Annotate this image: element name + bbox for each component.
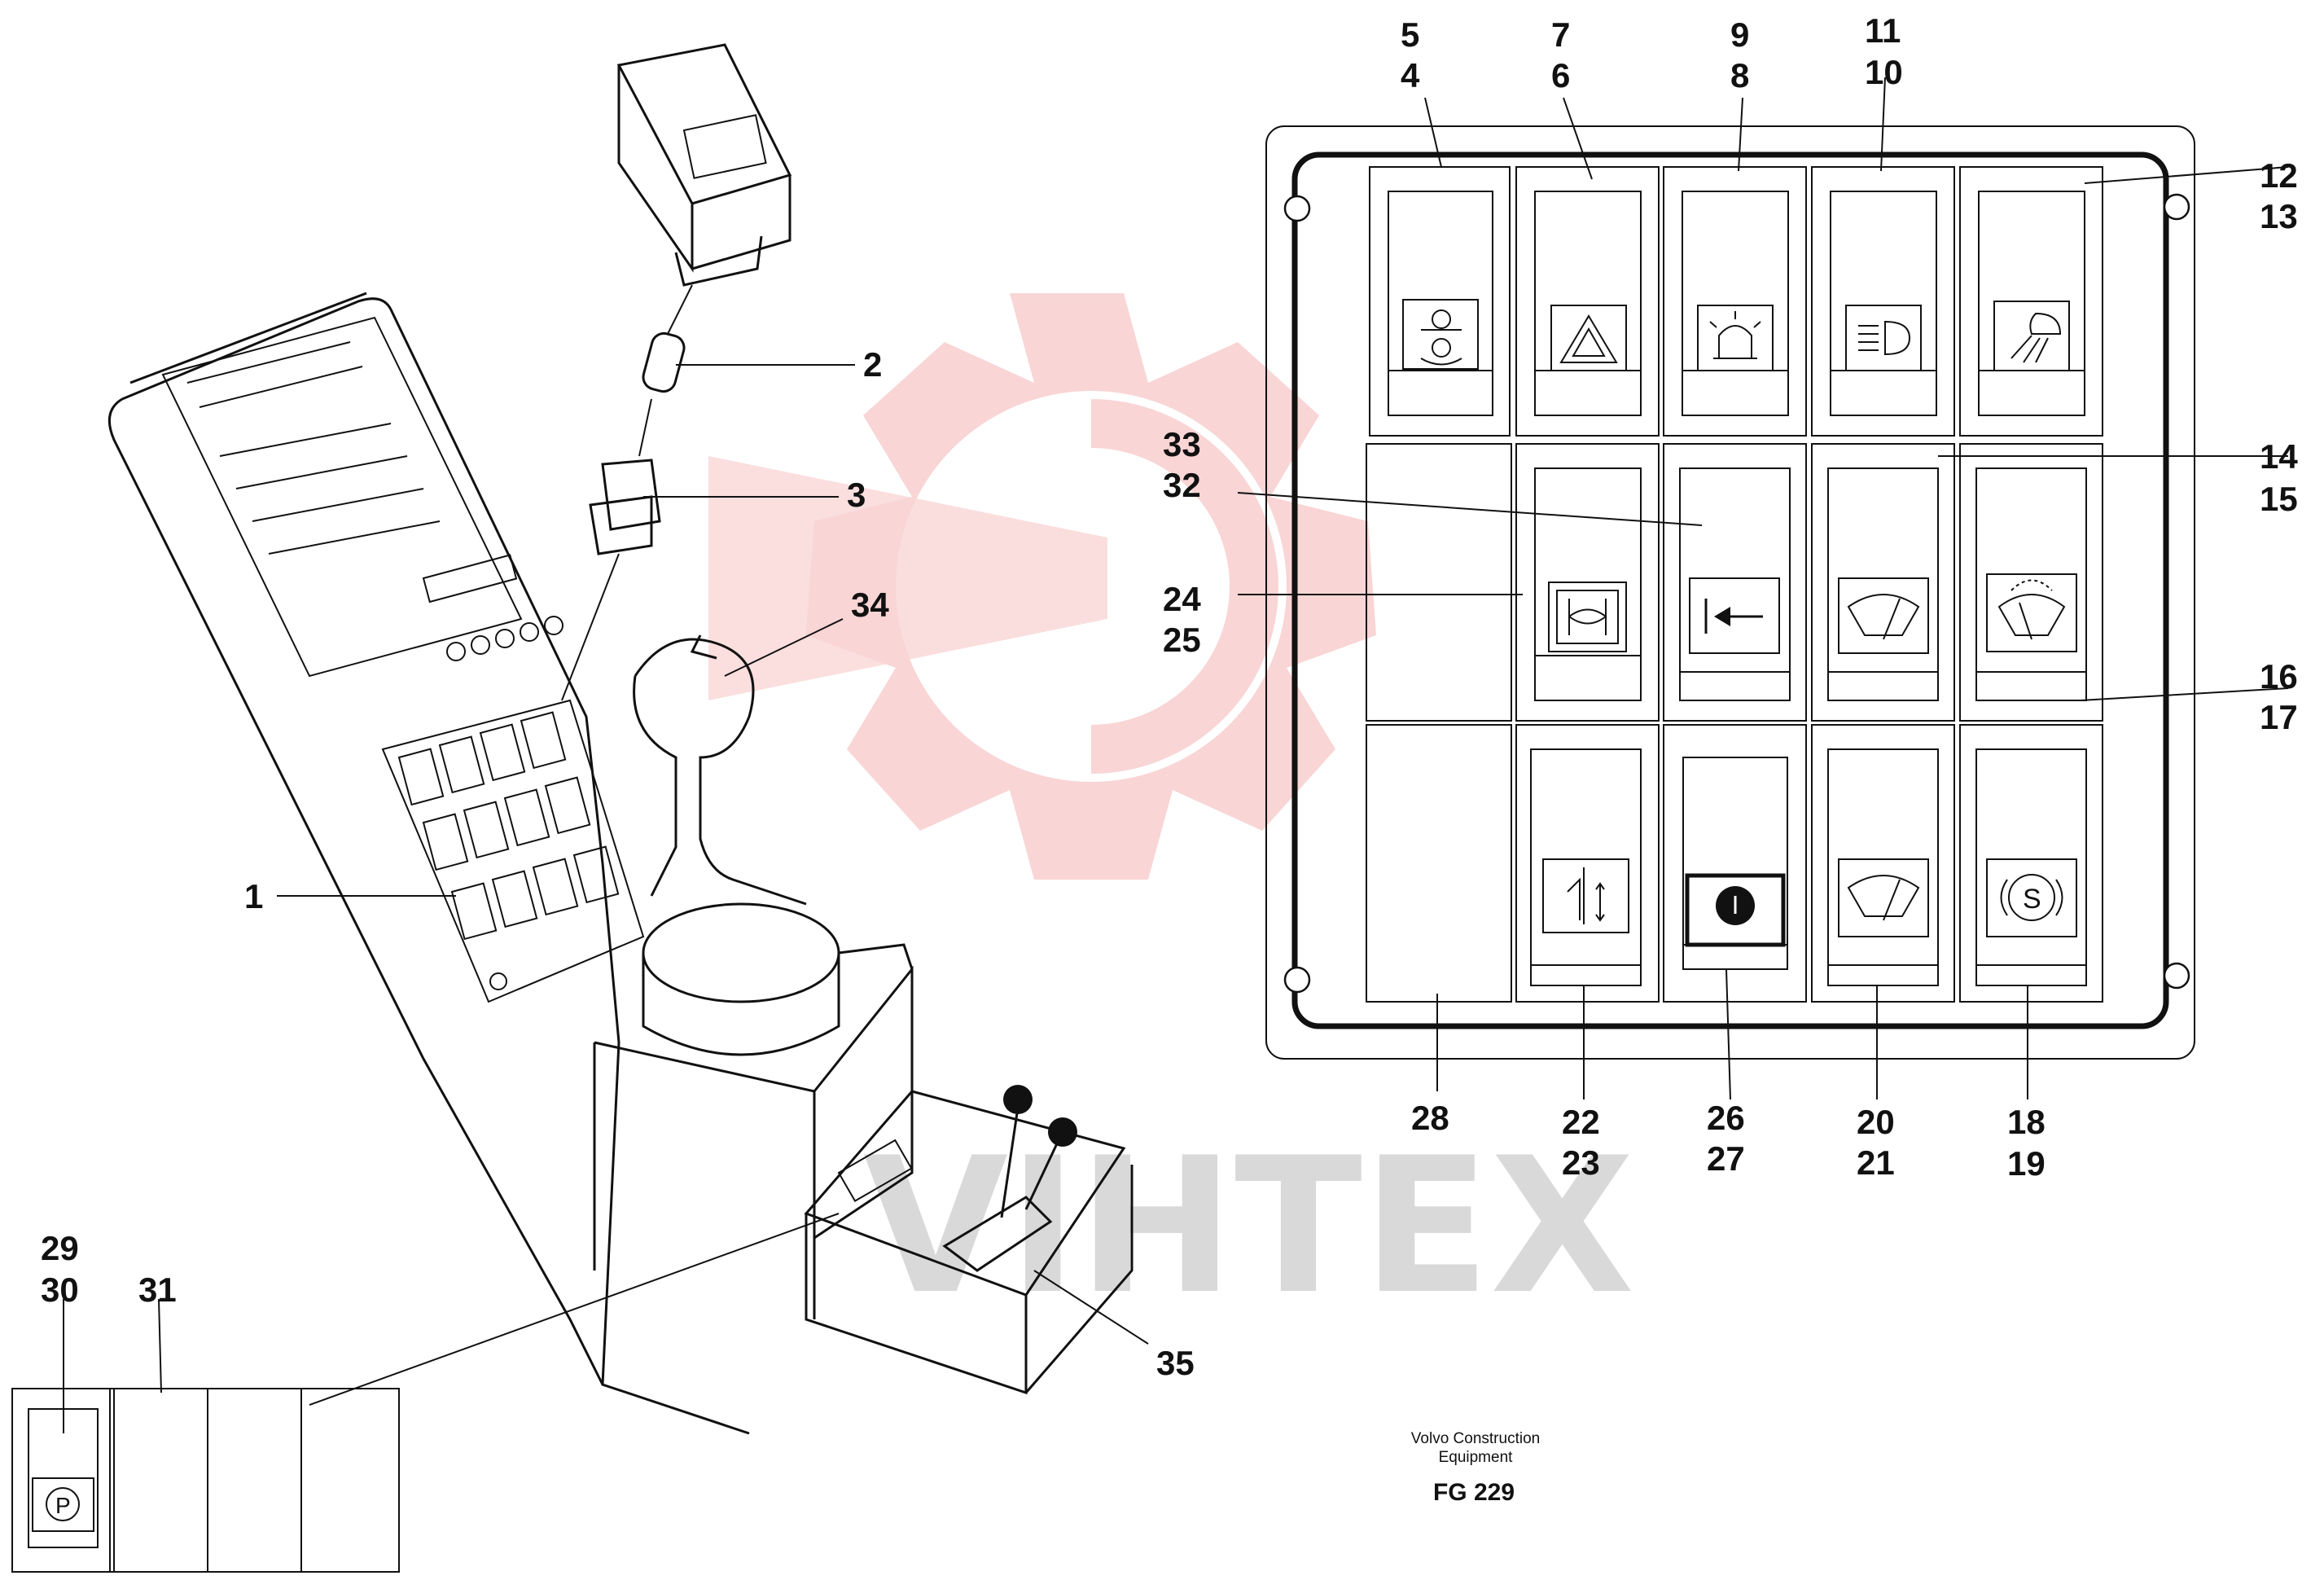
callout-25: 25	[1163, 621, 1201, 659]
callout-34: 34	[851, 586, 889, 624]
callout-30: 30	[41, 1271, 79, 1309]
callout-19: 19	[2007, 1144, 2046, 1183]
switch-blank-31a[interactable]	[113, 1388, 208, 1573]
wiper-icon	[1838, 858, 1929, 937]
callout-28: 28	[1411, 1099, 1449, 1137]
callout-16: 16	[2260, 657, 2298, 696]
switch-arrow-left[interactable]	[1663, 443, 1807, 722]
figure-number: FG 229	[1433, 1479, 1515, 1506]
suspension-icon	[1542, 858, 1629, 933]
switch-circle-symbol[interactable]	[1663, 724, 1807, 1003]
callout-7: 7	[1551, 15, 1570, 54]
panel-screw-top-left	[1283, 195, 1311, 222]
callout-26: 26	[1707, 1099, 1745, 1137]
work-light-icon	[1993, 301, 2070, 371]
callout-numbers: 2 3 34 1 35 5 4 7 6 9 8 11 10 12 13 33 3…	[41, 11, 2298, 1382]
callout-31: 31	[138, 1271, 177, 1309]
callout-4: 4	[1401, 56, 1420, 94]
callout-1: 1	[244, 877, 263, 915]
callout-5: 5	[1401, 15, 1419, 54]
panel-screw-top-right	[2163, 193, 2190, 221]
callout-23: 23	[1562, 1143, 1600, 1182]
lamp-holder-drawing	[561, 459, 661, 701]
switch-blank-row2[interactable]	[1366, 443, 1512, 722]
svg-text:S: S	[2023, 884, 2041, 915]
callout-27: 27	[1707, 1139, 1745, 1178]
switch-row-3: S	[1366, 724, 2103, 1003]
switch-headlight[interactable]	[1811, 166, 1955, 437]
switch-blank-31c[interactable]	[300, 1388, 400, 1573]
switch-wiper[interactable]	[1811, 443, 1955, 722]
callout-13: 13	[2260, 197, 2298, 235]
rotating-beacon-icon	[1697, 305, 1774, 371]
circle-symbol-icon	[1685, 873, 1786, 947]
rear-wiper-washer-icon	[1986, 573, 2077, 652]
callout-14: 14	[2260, 437, 2298, 476]
switch-rotating-beacon[interactable]	[1663, 166, 1807, 437]
callout-24: 24	[1163, 580, 1201, 618]
watermark-text: VIHTEX	[863, 1118, 1634, 1336]
switch-brake-s[interactable]: S	[1959, 724, 2103, 1003]
callout-20: 20	[1857, 1103, 1895, 1141]
switch-axle-lock[interactable]	[1515, 443, 1660, 722]
switch-parking-brake[interactable]: P	[11, 1388, 111, 1573]
callout-21: 21	[1857, 1143, 1895, 1182]
control-console-drawing	[107, 43, 1133, 1435]
callout-6: 6	[1551, 56, 1570, 94]
wiper-icon	[1838, 577, 1929, 654]
caption-line-2: Equipment	[1439, 1449, 1514, 1466]
dual-seat-icon	[1402, 299, 1479, 370]
switch-panel: S	[1265, 125, 2195, 1060]
callout-12: 12	[2260, 156, 2298, 195]
axle-lock-icon	[1548, 582, 1627, 652]
lever-box-drawing	[804, 1085, 1133, 1395]
svg-text:P: P	[55, 1493, 71, 1518]
left-small-panel: P	[11, 1388, 400, 1573]
panel-screw-bottom-right	[2163, 962, 2190, 990]
callout-33: 33	[1163, 425, 1201, 463]
switch-work-light[interactable]	[1959, 166, 2103, 437]
callout-18: 18	[2007, 1103, 2046, 1141]
headlight-icon	[1845, 305, 1922, 371]
switch-row-2	[1366, 443, 2103, 722]
switch-row-1	[1369, 166, 2103, 437]
rocker-switch-drawing	[616, 43, 792, 287]
callout-32: 32	[1163, 466, 1201, 504]
console-keypad	[381, 699, 645, 1003]
callout-35: 35	[1156, 1344, 1195, 1382]
switch-suspension[interactable]	[1515, 724, 1660, 1003]
callout-2: 2	[863, 345, 882, 384]
leader-lines	[63, 77, 2289, 1433]
console-display-text	[186, 341, 518, 603]
switch-hazard-warning[interactable]	[1515, 166, 1660, 437]
callout-10: 10	[1865, 53, 1903, 91]
parking-brake-p-icon: P	[32, 1477, 94, 1532]
console-small-buttons	[446, 616, 563, 661]
callout-15: 15	[2260, 480, 2298, 518]
callout-29: 29	[41, 1229, 79, 1267]
switch-rear-wiper-washer[interactable]	[1959, 443, 2103, 722]
callout-9: 9	[1730, 15, 1749, 54]
figure-caption: Volvo Construction Equipment FG 229	[1411, 1430, 1540, 1506]
callout-8: 8	[1730, 56, 1749, 94]
switch-wiper-2[interactable]	[1811, 724, 1955, 1003]
callout-11: 11	[1865, 11, 1901, 50]
switch-dual-seat[interactable]	[1369, 166, 1511, 437]
lamp-bulb-drawing	[638, 284, 693, 457]
hazard-warning-icon	[1550, 305, 1627, 371]
callout-17: 17	[2260, 698, 2298, 736]
caption-line-1: Volvo Construction	[1411, 1430, 1540, 1447]
watermark-gear	[708, 293, 1376, 880]
switch-blank-31b[interactable]	[207, 1388, 302, 1573]
switch-blank-row3[interactable]	[1366, 724, 1512, 1003]
arrow-left-icon	[1689, 577, 1780, 654]
panel-screw-bottom-left	[1283, 966, 1311, 994]
brake-s-icon: S	[1986, 858, 2077, 937]
callout-22: 22	[1562, 1103, 1600, 1141]
callout-3: 3	[847, 476, 866, 514]
